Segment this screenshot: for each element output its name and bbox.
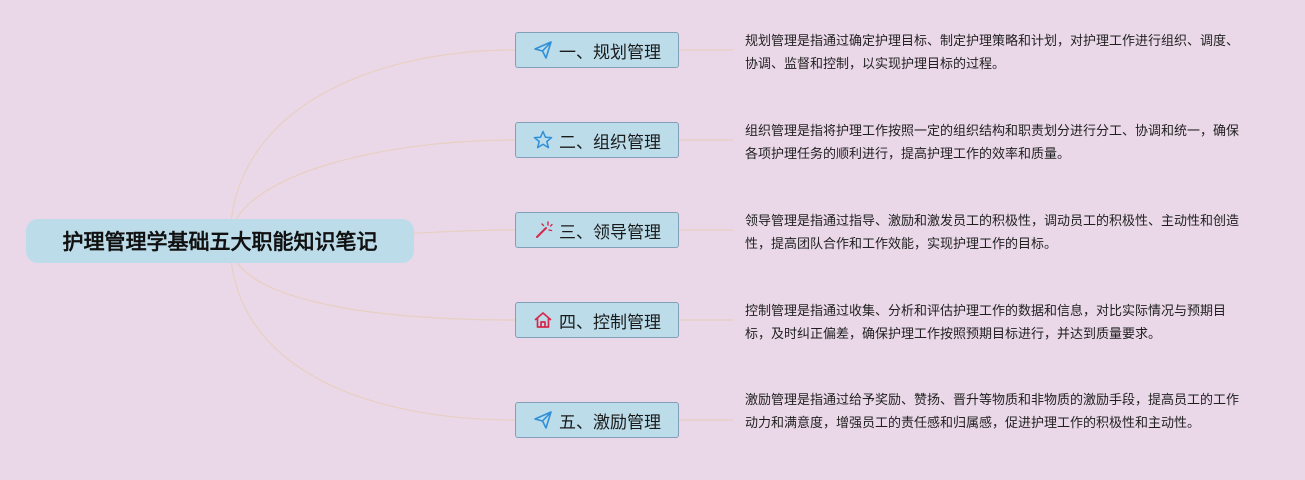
branch-planning[interactable]: 一、规划管理 xyxy=(515,32,679,68)
branch-organizing[interactable]: 二、组织管理 xyxy=(515,122,679,158)
branch-description-planning: 规划管理是指通过确定护理目标、制定护理策略和计划，对护理工作进行组织、调度、协调… xyxy=(745,34,1240,72)
connector-root-branch-5 xyxy=(229,240,516,421)
magic-wand-icon xyxy=(533,220,553,240)
branch-label: 三、领导管理 xyxy=(559,222,661,243)
star-icon xyxy=(533,130,553,150)
branch-label: 四、控制管理 xyxy=(559,312,661,333)
root-topic[interactable]: 护理管理学基础五大职能知识笔记 xyxy=(26,219,414,263)
branch-description-organizing: 组织管理是指将护理工作按照一定的组织结构和职责划分进行分工、协调和统一，确保各项… xyxy=(745,124,1240,162)
paper-plane-icon xyxy=(533,40,553,60)
branch-label: 一、规划管理 xyxy=(559,42,661,63)
branch-motivating[interactable]: 五、激励管理 xyxy=(515,402,679,438)
paper-plane-icon xyxy=(533,410,553,430)
branch-description-motivating: 激励管理是指通过给予奖励、赞扬、晋升等物质和非物质的激励手段，提高员工的工作动力… xyxy=(745,393,1240,431)
branch-description-leading: 领导管理是指通过指导、激励和激发员工的积极性，调动员工的积极性、主动性和创造性，… xyxy=(745,214,1240,252)
branch-label: 二、组织管理 xyxy=(559,132,661,153)
branch-label: 五、激励管理 xyxy=(559,412,661,433)
branch-controlling[interactable]: 四、控制管理 xyxy=(515,302,679,338)
connector-root-branch-2 xyxy=(229,139,516,242)
home-icon xyxy=(533,310,553,330)
connector-root-branch-1 xyxy=(229,49,516,242)
branch-leading[interactable]: 三、领导管理 xyxy=(515,212,679,248)
branch-description-controlling: 控制管理是指通过收集、分析和评估护理工作的数据和信息，对比实际情况与预期目标，及… xyxy=(745,304,1227,342)
root-title: 护理管理学基础五大职能知识笔记 xyxy=(62,230,378,254)
